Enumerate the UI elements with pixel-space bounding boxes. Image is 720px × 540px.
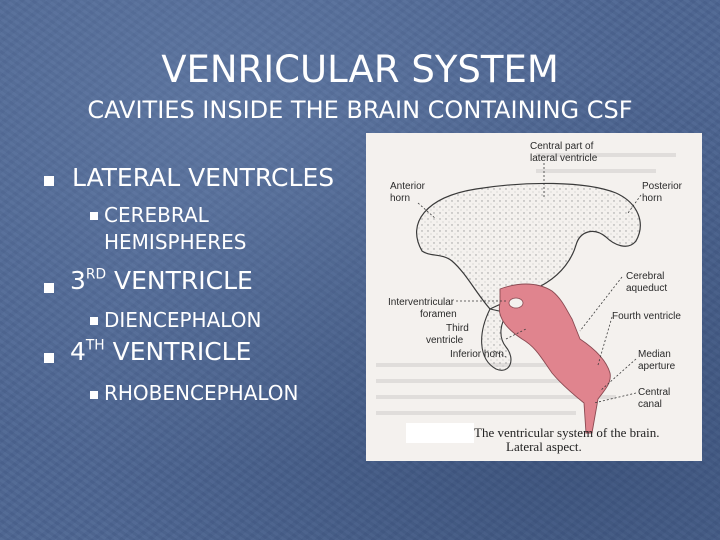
figure-caption-2: Lateral aspect. bbox=[506, 439, 582, 454]
bullet-text: VENTRICLE bbox=[104, 337, 252, 366]
label-third-ventricle-2: ventricle bbox=[426, 335, 464, 346]
label-central-canal-2: canal bbox=[638, 399, 662, 410]
slide-title: VENRICULAR SYSTEM bbox=[161, 48, 559, 91]
bullet-marker bbox=[44, 353, 54, 363]
label-interventricular-2: foramen bbox=[420, 309, 457, 320]
ordinal-suffix: RD bbox=[85, 266, 107, 283]
sub-bullet-cerebral-line2: HEMISPHERES bbox=[104, 230, 247, 254]
label-central-part-1: Central part of bbox=[530, 141, 594, 152]
label-anterior-2: horn bbox=[390, 193, 410, 204]
sub-bullet-marker bbox=[90, 317, 98, 325]
ventricle-diagram: Central part of lateral ventricle Anteri… bbox=[376, 141, 683, 454]
slide-subtitle: CAVITIES INSIDE THE BRAIN CONTAINING CSF bbox=[87, 96, 633, 124]
third-fourth-ventricle-shape bbox=[498, 283, 611, 434]
label-cerebral-aqueduct-1: Cerebral bbox=[626, 271, 664, 282]
bullet-marker bbox=[44, 176, 54, 186]
sub-bullet-diencephalon: DIENCEPHALON bbox=[104, 308, 262, 332]
label-cerebral-aqueduct-2: aqueduct bbox=[626, 283, 667, 294]
label-third-ventricle-1: Third bbox=[446, 323, 469, 334]
label-posterior-2: horn bbox=[642, 193, 662, 204]
bullet-text: VENTRICLE bbox=[106, 266, 253, 295]
label-posterior-1: Posterior bbox=[642, 181, 683, 192]
label-anterior-1: Anterior bbox=[390, 181, 426, 192]
bullet-lateral-ventricles: LATERAL VENTRCLES bbox=[72, 163, 335, 192]
lateral-ventricle-shape bbox=[416, 182, 641, 310]
label-central-part-2: lateral ventricle bbox=[530, 153, 598, 164]
bullet-fourth-ventricle: 4TH VENTRICLE bbox=[70, 337, 251, 366]
bullet-third-ventricle: 3RD VENTRICLE bbox=[70, 266, 253, 295]
interventricular-foramen-shape bbox=[508, 297, 524, 309]
ventricular-system-figure: Central part of lateral ventricle Anteri… bbox=[366, 133, 702, 461]
figure-caption-1: The ventricular system of the brain. bbox=[474, 425, 660, 440]
bullet-marker bbox=[44, 283, 54, 293]
sub-bullet-rhombencephalon: RHOBENCEPHALON bbox=[104, 381, 299, 405]
sub-bullet-marker bbox=[90, 212, 98, 220]
label-median-aperture-1: Median bbox=[638, 349, 671, 360]
ordinal-number: 4 bbox=[70, 337, 86, 366]
ordinal-number: 3 bbox=[70, 266, 86, 295]
caption-redaction bbox=[406, 423, 474, 443]
sub-bullet-marker bbox=[90, 391, 98, 399]
ordinal-suffix: TH bbox=[85, 337, 105, 354]
label-median-aperture-2: aperture bbox=[638, 361, 676, 372]
label-fourth-ventricle: Fourth ventricle bbox=[612, 311, 681, 322]
label-central-canal-1: Central bbox=[638, 387, 670, 398]
leader-lines bbox=[417, 163, 642, 404]
inferior-horn-shape bbox=[481, 308, 512, 371]
sub-bullet-cerebral-line1: CEREBRAL bbox=[104, 203, 209, 227]
label-inferior-horn: Inferior horn bbox=[450, 349, 504, 360]
label-interventricular-1: Interventricular bbox=[388, 297, 455, 308]
